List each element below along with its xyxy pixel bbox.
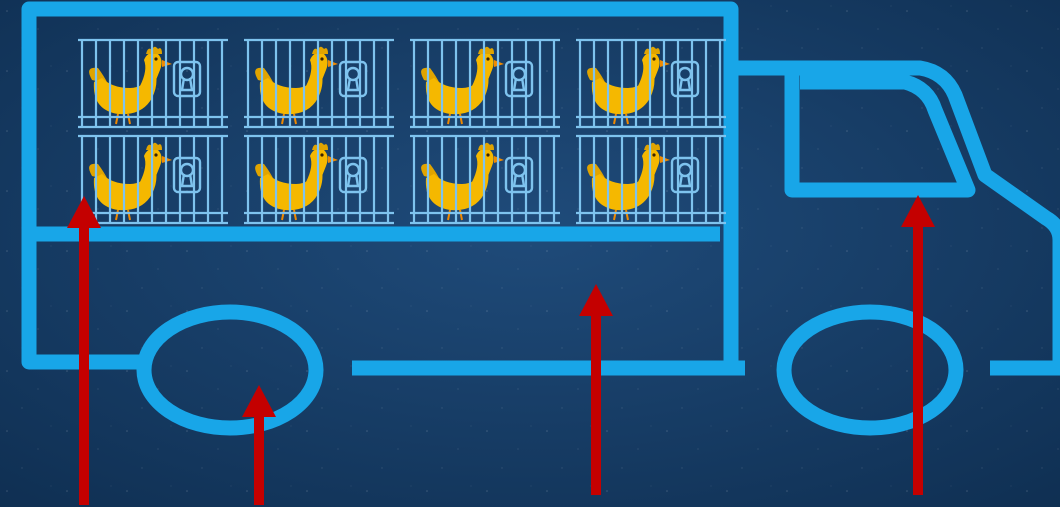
truck-diagram [0,0,1060,507]
